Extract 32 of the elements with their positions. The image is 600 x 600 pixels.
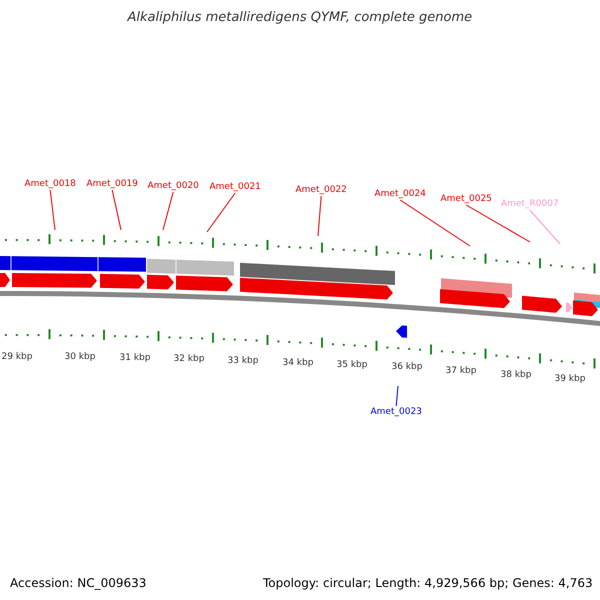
- scale-label: 34 kbp: [282, 357, 314, 369]
- gene-label: Amet_0024: [374, 188, 426, 200]
- gene-label: Amet_0020: [148, 180, 199, 192]
- gene-label: Amet_0018: [24, 178, 76, 190]
- scale-label: 31 kbp: [120, 352, 150, 364]
- scale-label: 29 kbp: [2, 351, 32, 363]
- scale-label: 30 kbp: [64, 351, 96, 363]
- scale-label: 32 kbp: [174, 353, 204, 365]
- leader-line: [206, 192, 236, 232]
- scale-label: 37 kbp: [446, 365, 476, 377]
- leader-line: [529, 210, 560, 244]
- gene-label: Amet_0021: [210, 181, 261, 193]
- genome-summary-text: Topology: circular; Length: 4,929,566 bp; Genes: 4,763: [263, 576, 593, 590]
- leader-line: [318, 196, 322, 236]
- gene-label: Amet_0023: [370, 406, 422, 418]
- leader-line: [162, 192, 174, 230]
- scale-label: 35 kbp: [336, 359, 368, 371]
- gene-label: Amet_R0007: [501, 198, 559, 210]
- leader-line: [400, 200, 470, 246]
- leader-line: [396, 386, 398, 406]
- gene-label: Amet_0025: [440, 193, 492, 205]
- scale-label: 38 kbp: [500, 369, 532, 381]
- scale-label: 39 kbp: [554, 373, 586, 385]
- scale-label: 36 kbp: [392, 361, 422, 373]
- leader-line: [50, 190, 56, 230]
- leader-line: [466, 204, 530, 242]
- leader-line: [112, 190, 122, 230]
- scale-label: 33 kbp: [228, 355, 258, 367]
- accession-text: Accession: NC_009633: [10, 576, 146, 590]
- title: Alkaliphilus metalliredigens QYMF, complete genome: [128, 10, 472, 26]
- gene-label: Amet_0022: [296, 184, 347, 196]
- gene-label: Amet_0019: [86, 178, 138, 190]
